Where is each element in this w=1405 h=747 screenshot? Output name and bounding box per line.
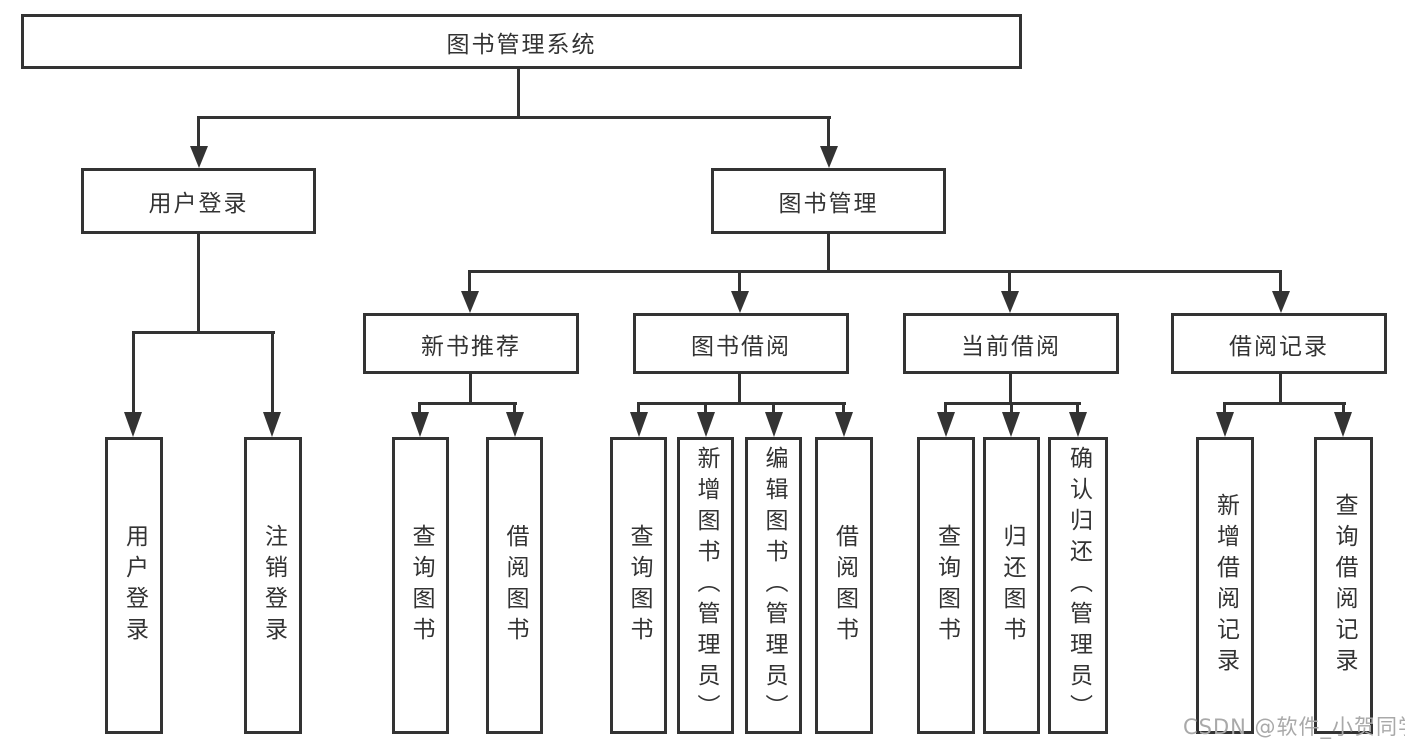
- connector-line: [468, 270, 471, 294]
- connector-line: [197, 234, 200, 334]
- arrowhead-down: [411, 412, 429, 437]
- leaf-borrow-books-borrowing: 借阅图书: [815, 437, 873, 734]
- node-library-system: 图书管理系统: [21, 14, 1022, 69]
- connector-line: [418, 402, 421, 414]
- arrowhead-down: [820, 146, 838, 168]
- arrowhead-down: [190, 146, 208, 168]
- node-book-management: 图书管理: [711, 168, 946, 234]
- arrowhead-down: [1334, 412, 1352, 437]
- connector-line: [944, 402, 947, 414]
- csdn-watermark: CSDN @软件_小贺同学: [1183, 715, 1405, 739]
- connector-line: [197, 116, 200, 148]
- connector-line: [1008, 270, 1011, 294]
- leaf-query-borrow-record: 查询借阅记录: [1314, 437, 1373, 734]
- connector-line: [738, 270, 741, 294]
- connector-line: [418, 402, 517, 405]
- connector-line: [842, 402, 845, 414]
- arrowhead-down: [124, 412, 142, 437]
- connector-line: [637, 402, 640, 414]
- arrowhead-down: [697, 412, 715, 437]
- connector-line: [197, 116, 831, 119]
- leaf-return-books: 归还图书: [983, 437, 1040, 734]
- arrowhead-down: [731, 291, 749, 313]
- connector-line: [1223, 402, 1346, 405]
- arrowhead-down: [506, 412, 524, 437]
- connector-line: [704, 402, 707, 414]
- node-book-borrowing: 图书借阅: [633, 313, 849, 374]
- arrowhead-down: [461, 291, 479, 313]
- connector-line: [513, 402, 516, 414]
- node-user-login: 用户登录: [81, 168, 316, 234]
- arrowhead-down: [1069, 412, 1087, 437]
- leaf-add-borrow-record: 新增借阅记录: [1196, 437, 1254, 734]
- node-new-book-recommend: 新书推荐: [363, 313, 579, 374]
- leaf-query-books-recommend: 查询图书: [392, 437, 449, 734]
- connector-line: [827, 234, 830, 273]
- connector-line: [1223, 402, 1226, 414]
- connector-line: [772, 402, 775, 414]
- arrowhead-down: [1001, 291, 1019, 313]
- arrowhead-down: [1272, 291, 1290, 313]
- connector-line: [637, 402, 846, 405]
- connector-line: [132, 331, 135, 415]
- leaf-query-books-current: 查询图书: [917, 437, 975, 734]
- connector-line: [1009, 374, 1012, 405]
- connector-line: [132, 331, 275, 334]
- connector-line: [1010, 402, 1013, 414]
- arrowhead-down: [937, 412, 955, 437]
- arrowhead-down: [765, 412, 783, 437]
- leaf-confirm-return-admin: 确认归还（管理员）: [1048, 437, 1108, 734]
- arrowhead-down: [835, 412, 853, 437]
- connector-line: [1279, 374, 1282, 405]
- leaf-user-login: 用户登录: [105, 437, 163, 734]
- connector-line: [469, 374, 472, 405]
- arrowhead-down: [630, 412, 648, 437]
- arrowhead-down: [1002, 412, 1020, 437]
- connector-line: [271, 331, 274, 415]
- connector-line: [1279, 270, 1282, 294]
- leaf-edit-book-admin: 编辑图书（管理员）: [745, 437, 802, 734]
- connector-line: [827, 116, 830, 148]
- node-borrow-records: 借阅记录: [1171, 313, 1387, 374]
- node-current-borrowing: 当前借阅: [903, 313, 1119, 374]
- leaf-add-book-admin: 新增图书（管理员）: [677, 437, 734, 734]
- leaf-query-books-borrowing: 查询图书: [610, 437, 667, 734]
- leaf-logout: 注销登录: [244, 437, 302, 734]
- connector-line: [468, 270, 1282, 273]
- connector-line: [738, 374, 741, 405]
- arrowhead-down: [1216, 412, 1234, 437]
- connector-line: [517, 69, 520, 119]
- arrowhead-down: [263, 412, 281, 437]
- leaf-borrow-books-recommend: 借阅图书: [486, 437, 543, 734]
- connector-line: [1076, 402, 1079, 414]
- connector-line: [1342, 402, 1345, 414]
